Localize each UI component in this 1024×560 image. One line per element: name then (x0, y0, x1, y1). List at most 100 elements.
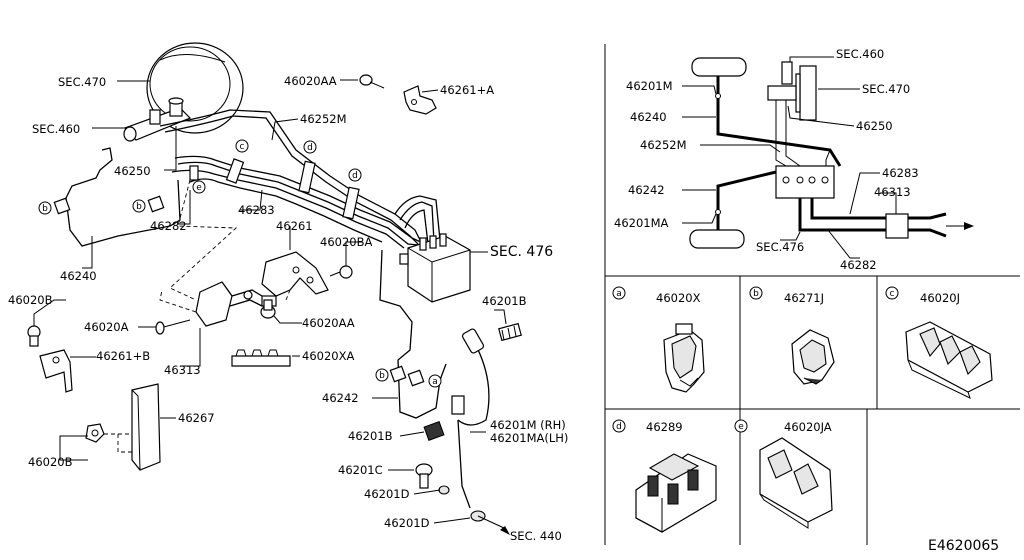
label-46020AA-top: 46020AA (284, 74, 337, 88)
label-sec476: SEC. 476 (490, 244, 553, 260)
schem-junction (885, 213, 909, 239)
schem-booster (799, 65, 817, 121)
svg-text:a: a (432, 377, 438, 387)
label-46201M-rh: 46201M (RH) (490, 418, 566, 432)
svg-text:b: b (136, 202, 142, 212)
schem-label-46252M: 46252M (640, 138, 687, 152)
leader-lines (33, 79, 507, 524)
detail-box-a: a 46020X (612, 286, 705, 393)
clip-marker-b-lower: b (375, 365, 407, 383)
label-46201MA-lh: 46201MA(LH) (490, 431, 568, 445)
clip-marker-a: a (407, 369, 442, 388)
bolt-46020AA-mid (260, 299, 276, 319)
diagram-code: E4620065 (928, 538, 999, 554)
svg-text:d: d (352, 171, 358, 181)
schem-label-46201M: 46201M (626, 79, 673, 93)
clip-strip-46020XA (231, 349, 291, 367)
schem-label-46240: 46240 (630, 110, 667, 124)
pipe-bundle (159, 109, 441, 249)
label-46250: 46250 (114, 164, 151, 178)
schem-label-sec460: SEC.460 (836, 47, 884, 61)
svg-text:d: d (307, 143, 313, 153)
schem-label-46283: 46283 (882, 166, 919, 180)
detail-part-46020X: 46020X (656, 291, 701, 305)
schem-label-sec470: SEC.470 (862, 82, 910, 96)
label-46313: 46313 (164, 363, 201, 377)
schem-label-46201MA: 46201MA (614, 216, 669, 230)
washer-46201D-a (438, 485, 450, 495)
clip-marker-d-1: d (303, 140, 317, 154)
detail-box-d: d 46289 (612, 419, 717, 533)
label-46261: 46261 (276, 219, 313, 233)
main-exploded-view: b b c d d e b a (8, 42, 568, 543)
svg-text:e: e (738, 422, 744, 432)
rear-wheel (689, 229, 745, 249)
brake-hose (451, 328, 490, 509)
label-46282: 46282 (150, 219, 187, 233)
bolt-46020B-left (27, 325, 41, 347)
schem-label-46250: 46250 (856, 119, 893, 133)
schem-label-sec476: SEC.476 (756, 240, 804, 254)
schem-pipe-46242 (716, 170, 777, 230)
bolt-46201C (415, 463, 433, 489)
svg-text:b: b (42, 204, 48, 214)
label-46201D-a: 46201D (364, 487, 410, 501)
schem-label-46282: 46282 (840, 258, 877, 272)
detail-part-46289: 46289 (646, 420, 683, 434)
schem-pipe-46282 (798, 198, 886, 232)
bracket-46267 (131, 383, 161, 471)
label-46252M: 46252M (300, 112, 347, 126)
clip-marker-e: e (192, 180, 206, 194)
label-46201B-top: 46201B (482, 294, 527, 308)
svg-text:a: a (616, 289, 622, 299)
right-panel-frame (604, 44, 1020, 545)
svg-text:c: c (240, 142, 245, 152)
svg-text:b: b (753, 289, 759, 299)
label-sec470: SEC.470 (58, 75, 106, 89)
front-wheel (691, 57, 747, 77)
bracket-46261 (261, 251, 353, 297)
label-46267: 46267 (178, 411, 215, 425)
schem-pipe-46240 (716, 76, 842, 167)
clip-marker-b-left: b (38, 197, 71, 215)
label-46283: 46283 (238, 203, 275, 217)
pipe-46242 (379, 249, 447, 419)
label-46020A: 46020A (84, 320, 129, 334)
schem-label-46242: 46242 (628, 183, 665, 197)
label-46020B-left: 46020B (8, 293, 53, 307)
bolt-46020AA-top (359, 74, 385, 89)
hose-clip-46201B-top (498, 322, 522, 342)
label-46201B-mid: 46201B (348, 429, 393, 443)
abs-actuator (399, 233, 471, 303)
label-sec440: SEC. 440 (510, 529, 562, 543)
detail-box-c: c 46020J (885, 286, 993, 399)
bracket-46261A (403, 85, 437, 115)
label-46020XA: 46020XA (302, 349, 354, 363)
master-cylinder (123, 97, 192, 142)
detail-part-46020JA: 46020JA (784, 420, 832, 434)
label-46201C: 46201C (338, 463, 383, 477)
clip-marker-d-2: d (348, 168, 362, 182)
svg-text:e: e (196, 183, 202, 193)
label-46020B-bottom: 46020B (28, 455, 73, 469)
svg-text:b: b (379, 371, 385, 381)
hose-clip-46201B-mid (423, 421, 445, 441)
svg-text:d: d (616, 422, 622, 432)
svg-text:c: c (890, 289, 895, 299)
detail-part-46271J: 46271J (784, 291, 824, 305)
clip-marker-c: c (235, 139, 249, 153)
label-46242: 46242 (322, 391, 359, 405)
bolt-46020A (155, 319, 191, 335)
label-46201D-b: 46201D (384, 516, 430, 530)
detail-part-46020J: 46020J (920, 291, 960, 305)
schem-master-cylinder (767, 85, 797, 101)
label-46261B: 46261+B (96, 349, 150, 363)
detail-box-b: b 46271J (749, 286, 835, 385)
clip-marker-b-mid: b (132, 195, 165, 213)
label-46020BA: 46020BA (320, 235, 372, 249)
detail-box-e: e 46020JA (734, 419, 833, 529)
label-46020AA-mid: 46020AA (302, 316, 355, 330)
bracket-46261B (39, 349, 73, 393)
label-46240: 46240 (60, 269, 97, 283)
